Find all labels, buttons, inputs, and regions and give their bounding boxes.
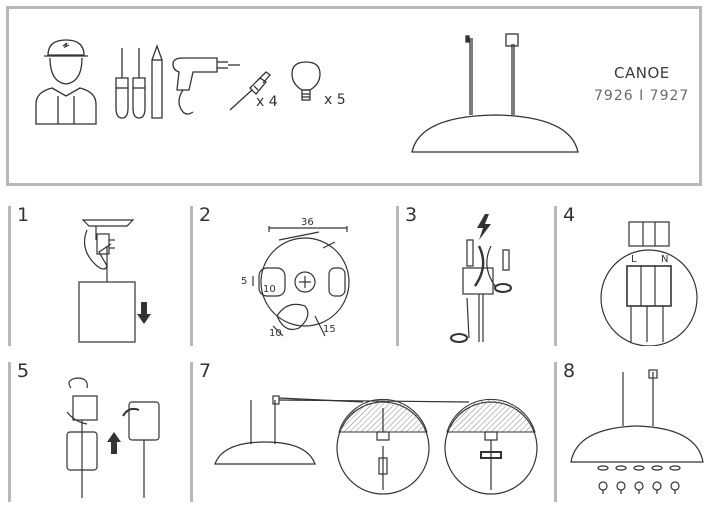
electricity-warning-icon	[477, 214, 491, 240]
pencil-icon	[151, 44, 163, 119]
screwdriver-icon	[115, 48, 146, 119]
down-arrow-icon	[137, 302, 151, 324]
installer-icon	[35, 39, 97, 125]
step-7-illustration	[214, 395, 538, 495]
step-7-panel: 7	[190, 360, 544, 502]
step-number: 3	[405, 204, 418, 226]
light-bulb-icon	[598, 481, 680, 494]
step-2-mounting-plate: 36 5 10 10 15	[241, 217, 350, 339]
drill-icon	[172, 57, 240, 115]
bulb-quantity: x 5	[324, 92, 346, 108]
dim-edge: 10	[269, 328, 282, 339]
step-1-panel: 1	[8, 204, 178, 346]
step-3-panel: 3	[396, 204, 544, 346]
step-8-illustration	[570, 369, 704, 494]
dim-slot: 10	[263, 284, 276, 295]
step-1-illustration	[78, 219, 151, 343]
rotate-icon	[450, 283, 512, 343]
step-3-illustration	[450, 214, 512, 343]
step-number: 7	[199, 360, 212, 382]
pendant-lamp-illustration	[411, 33, 579, 153]
step-4-terminal-block: L N	[600, 221, 698, 347]
lamp-sockets	[597, 465, 681, 471]
product-codes: 7926 I 7927	[594, 88, 690, 104]
step-4-panel: 4 L N	[554, 204, 702, 347]
wall-anchor-icon	[229, 71, 271, 111]
step-number: 1	[17, 204, 30, 226]
step-8-panel: 8	[554, 360, 704, 502]
step-number: 4	[563, 204, 576, 226]
dim-width: 36	[301, 217, 314, 228]
rotate-icon	[122, 407, 140, 417]
anchor-quantity: x 4	[256, 94, 278, 110]
step-number: 8	[563, 360, 576, 382]
step-5-panel: 5	[8, 360, 178, 502]
step-2-panel: 2 36 5 10 10 15	[190, 204, 386, 346]
product-name: CANOE	[614, 64, 670, 82]
header-panel	[6, 6, 702, 186]
step-5-illustration	[66, 377, 160, 498]
dim-hole: 5	[241, 276, 247, 287]
terminal-label-l: L	[631, 254, 637, 265]
light-bulb-icon	[291, 61, 321, 101]
step-number: 5	[17, 360, 30, 382]
up-arrow-icon	[107, 432, 121, 454]
dim-depth: 15	[323, 324, 336, 335]
terminal-label-n: N	[661, 254, 668, 265]
step-number: 2	[199, 204, 212, 226]
